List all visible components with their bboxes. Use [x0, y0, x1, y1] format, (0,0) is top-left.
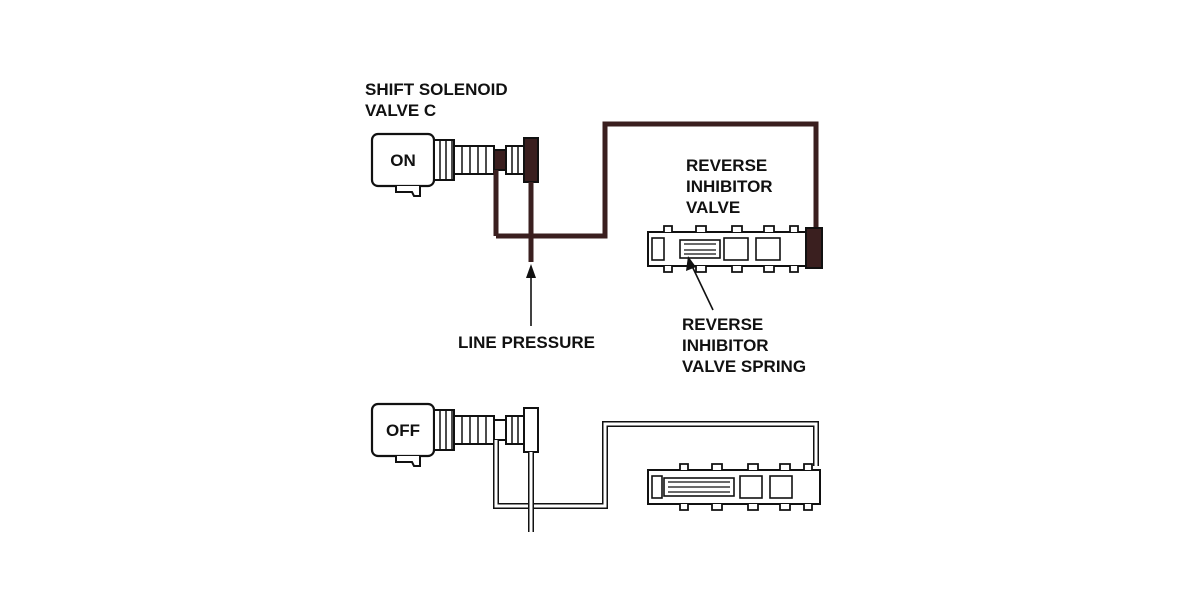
reverse-inhibitor-valve-on [647, 225, 823, 273]
fluid-passage-off [493, 421, 819, 509]
valve-label-line2: INHIBITOR [686, 177, 773, 196]
off-label: OFF [386, 421, 420, 440]
spring-label-line2: INHIBITOR [682, 336, 769, 355]
valve-label-line1: REVERSE [686, 156, 767, 175]
solenoid-title-line1: SHIFT SOLENOID [365, 80, 508, 99]
valve-label-line3: VALVE [686, 198, 740, 217]
solenoid-title-line2: VALVE C [365, 101, 436, 120]
on-label: ON [390, 151, 416, 170]
spring-arrow [686, 256, 714, 311]
spring-label-line1: REVERSE [682, 315, 763, 334]
solenoid-c-off [370, 402, 539, 467]
spring-label-line3: VALVE SPRING [682, 357, 806, 376]
fluid-passage-on [496, 121, 819, 239]
solenoid-c-on [370, 132, 539, 197]
line-pressure-arrow [526, 264, 536, 326]
reverse-inhibitor-valve-off [647, 463, 821, 511]
on-state-circuit: ON [370, 121, 823, 273]
line-pressure-label: LINE PRESSURE [458, 333, 595, 352]
off-state-circuit: OFF [370, 402, 821, 532]
